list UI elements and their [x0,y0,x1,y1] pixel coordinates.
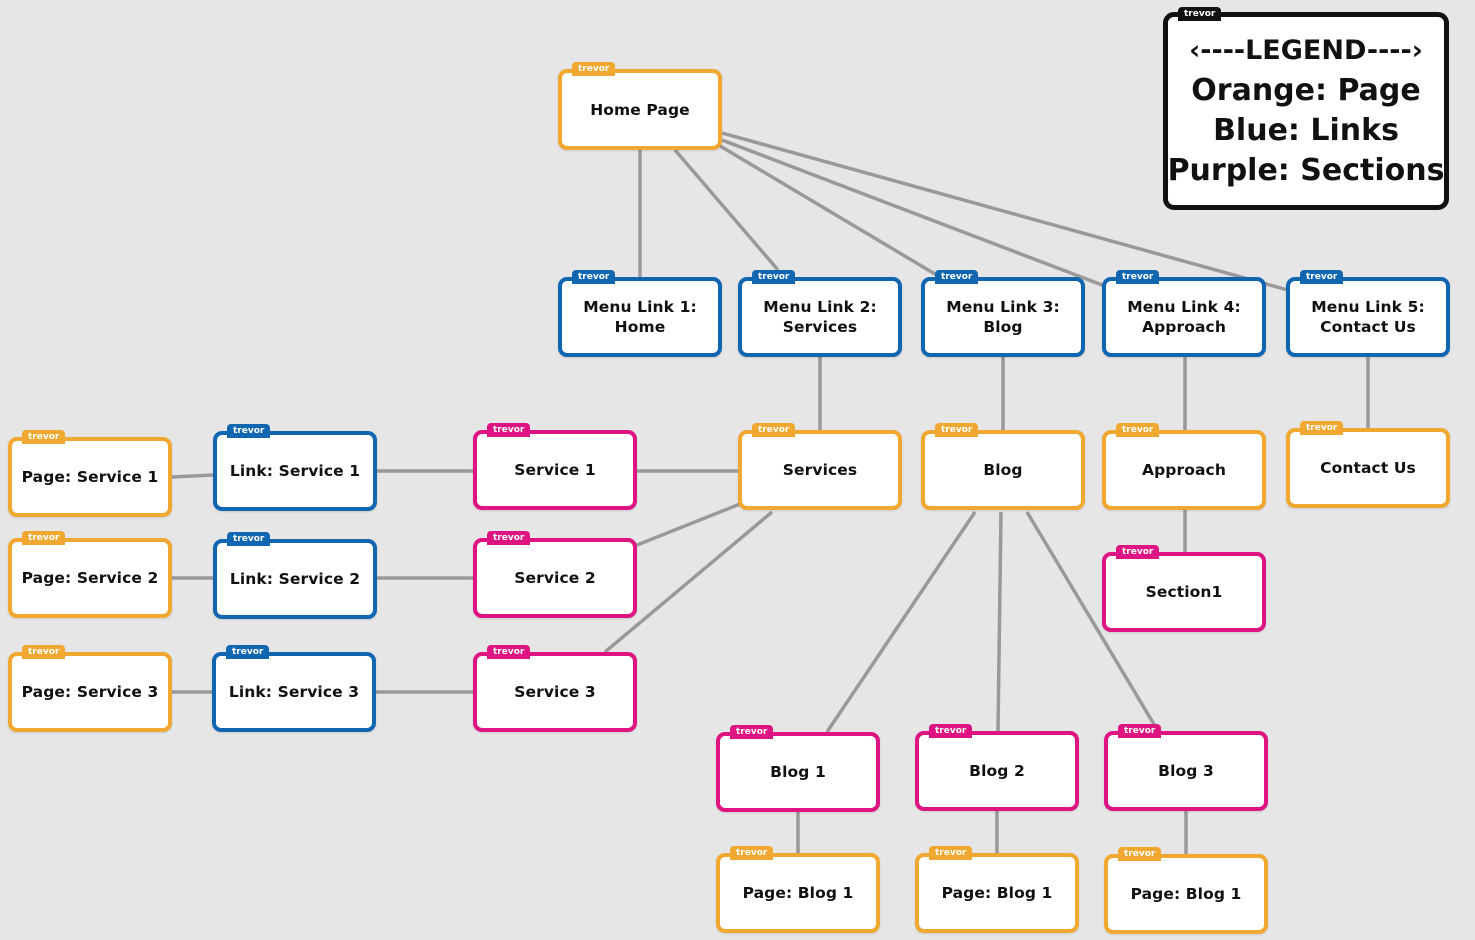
node-label: Menu Link 4: Approach [1127,298,1241,336]
tag: trevor [929,846,973,860]
tag: trevor [227,532,271,546]
node-label: Blog 2 [969,762,1025,780]
legend-line-links: Blue: Links [1213,113,1399,148]
node-blog-2[interactable]: trevor Blog 2 [915,724,1079,811]
node-approach[interactable]: trevor Approach [1102,423,1266,510]
tag: trevor [226,645,270,659]
tag: trevor [227,424,271,438]
legend-box[interactable]: trevor ‹----LEGEND----› Orange: Page Blu… [1163,7,1449,210]
tag: trevor [935,423,979,437]
node-section1[interactable]: trevor Section1 [1102,545,1266,632]
tag: trevor [572,62,616,76]
legend-line-sections: Purple: Sections [1167,153,1445,188]
node-service-3[interactable]: trevor Service 3 [473,645,637,732]
node-label: Approach [1142,461,1226,479]
tag: trevor [487,531,531,545]
tag: trevor [1116,270,1160,284]
node-menu-link-3[interactable]: trevor Menu Link 3: Blog [921,270,1085,357]
tag: trevor [1300,270,1344,284]
node-label: Link: Service 1 [229,462,361,480]
node-page-blog-1b[interactable]: trevor Page: Blog 1 [915,846,1079,933]
node-label: Page: Service 2 [21,569,159,587]
node-label: Page: Blog 1 [941,884,1053,902]
node-label: Menu Link 5: Contact Us [1311,298,1425,336]
edge-blog-blog-1 [825,511,977,733]
tag: trevor [22,645,66,659]
node-label: Service 1 [514,461,596,479]
node-label: Page: Blog 1 [742,884,854,902]
node-home-page[interactable]: trevor Home Page [558,62,722,150]
tag: trevor [572,270,616,284]
edge-home-page-menu-link-2 [673,148,780,272]
node-label: Blog 1 [770,763,826,781]
node-menu-link-4[interactable]: trevor Menu Link 4: Approach [1102,270,1266,357]
node-service-2[interactable]: trevor Service 2 [473,531,637,618]
node-label: Link: Service 2 [229,570,361,588]
tag: trevor [1300,421,1344,435]
tag: trevor [487,423,531,437]
tag: trevor [935,270,979,284]
node-label: Blog [983,461,1023,479]
node-blog[interactable]: trevor Blog [921,423,1085,510]
node-label: Menu Link 3: Blog [946,298,1060,336]
node-menu-link-5[interactable]: trevor Menu Link 5: Contact Us [1286,270,1450,357]
node-blog-3[interactable]: trevor Blog 3 [1104,724,1268,811]
node-label: Page: Service 1 [21,468,159,486]
tag: trevor [752,270,796,284]
tag: trevor [730,846,774,860]
node-page-service-1[interactable]: trevor Page: Service 1 [8,430,172,517]
node-page-service-3[interactable]: trevor Page: Service 3 [8,645,172,732]
node-menu-link-1[interactable]: trevor Menu Link 1: Home [558,270,722,357]
tag: trevor [1116,545,1160,559]
tag: trevor [22,430,66,444]
node-label: Link: Service 3 [228,683,360,701]
tag: trevor [929,724,973,738]
node-services[interactable]: trevor Services [738,423,902,510]
node-menu-link-2[interactable]: trevor Menu Link 2: Services [738,270,902,357]
node-label: Home Page [590,100,690,119]
legend-line-page: Orange: Page [1191,73,1421,108]
node-link-service-2[interactable]: trevor Link: Service 2 [213,532,377,619]
tag: trevor [487,645,531,659]
tag: trevor [752,423,796,437]
node-label: Blog 3 [1158,762,1214,780]
node-label: Menu Link 1: Home [583,298,697,336]
node-label: Contact Us [1320,459,1416,477]
node-blog-1[interactable]: trevor Blog 1 [716,725,880,812]
edge-home-page-menu-link-3 [714,141,941,279]
node-link-service-3[interactable]: trevor Link: Service 3 [212,645,376,732]
node-page-blog-1c[interactable]: trevor Page: Blog 1 [1104,847,1268,934]
node-page-service-2[interactable]: trevor Page: Service 2 [8,531,172,618]
edge-blog-blog-3 [1025,511,1160,732]
node-label: Service 2 [514,569,596,587]
edge-link-service-1-page-service-1 [171,473,214,479]
tag: trevor [730,725,774,739]
node-page-blog-1a[interactable]: trevor Page: Blog 1 [716,846,880,933]
node-label: Menu Link 2: Services [763,298,877,336]
node-label: Section1 [1145,583,1223,601]
tag: trevor [1118,847,1162,861]
tag: trevor [1116,423,1160,437]
node-label: Page: Service 3 [21,683,159,701]
edge-services-service-3 [603,510,774,654]
edge-home-page-menu-link-5 [721,131,1296,294]
node-label: Services [782,461,858,479]
edge-services-service-2 [636,502,741,547]
node-link-service-1[interactable]: trevor Link: Service 1 [213,424,377,511]
node-contact-us[interactable]: trevor Contact Us [1286,421,1450,508]
edge-home-page-menu-link-4 [721,138,1111,290]
tag: trevor [1178,7,1222,21]
node-service-1[interactable]: trevor Service 1 [473,423,637,510]
tag: trevor [22,531,66,545]
legend-title: ‹----LEGEND----› [1189,35,1423,66]
tag: trevor [1118,724,1162,738]
node-label: Page: Blog 1 [1130,885,1242,903]
edge-blog-blog-2 [996,511,1003,732]
node-label: Service 3 [514,683,596,701]
